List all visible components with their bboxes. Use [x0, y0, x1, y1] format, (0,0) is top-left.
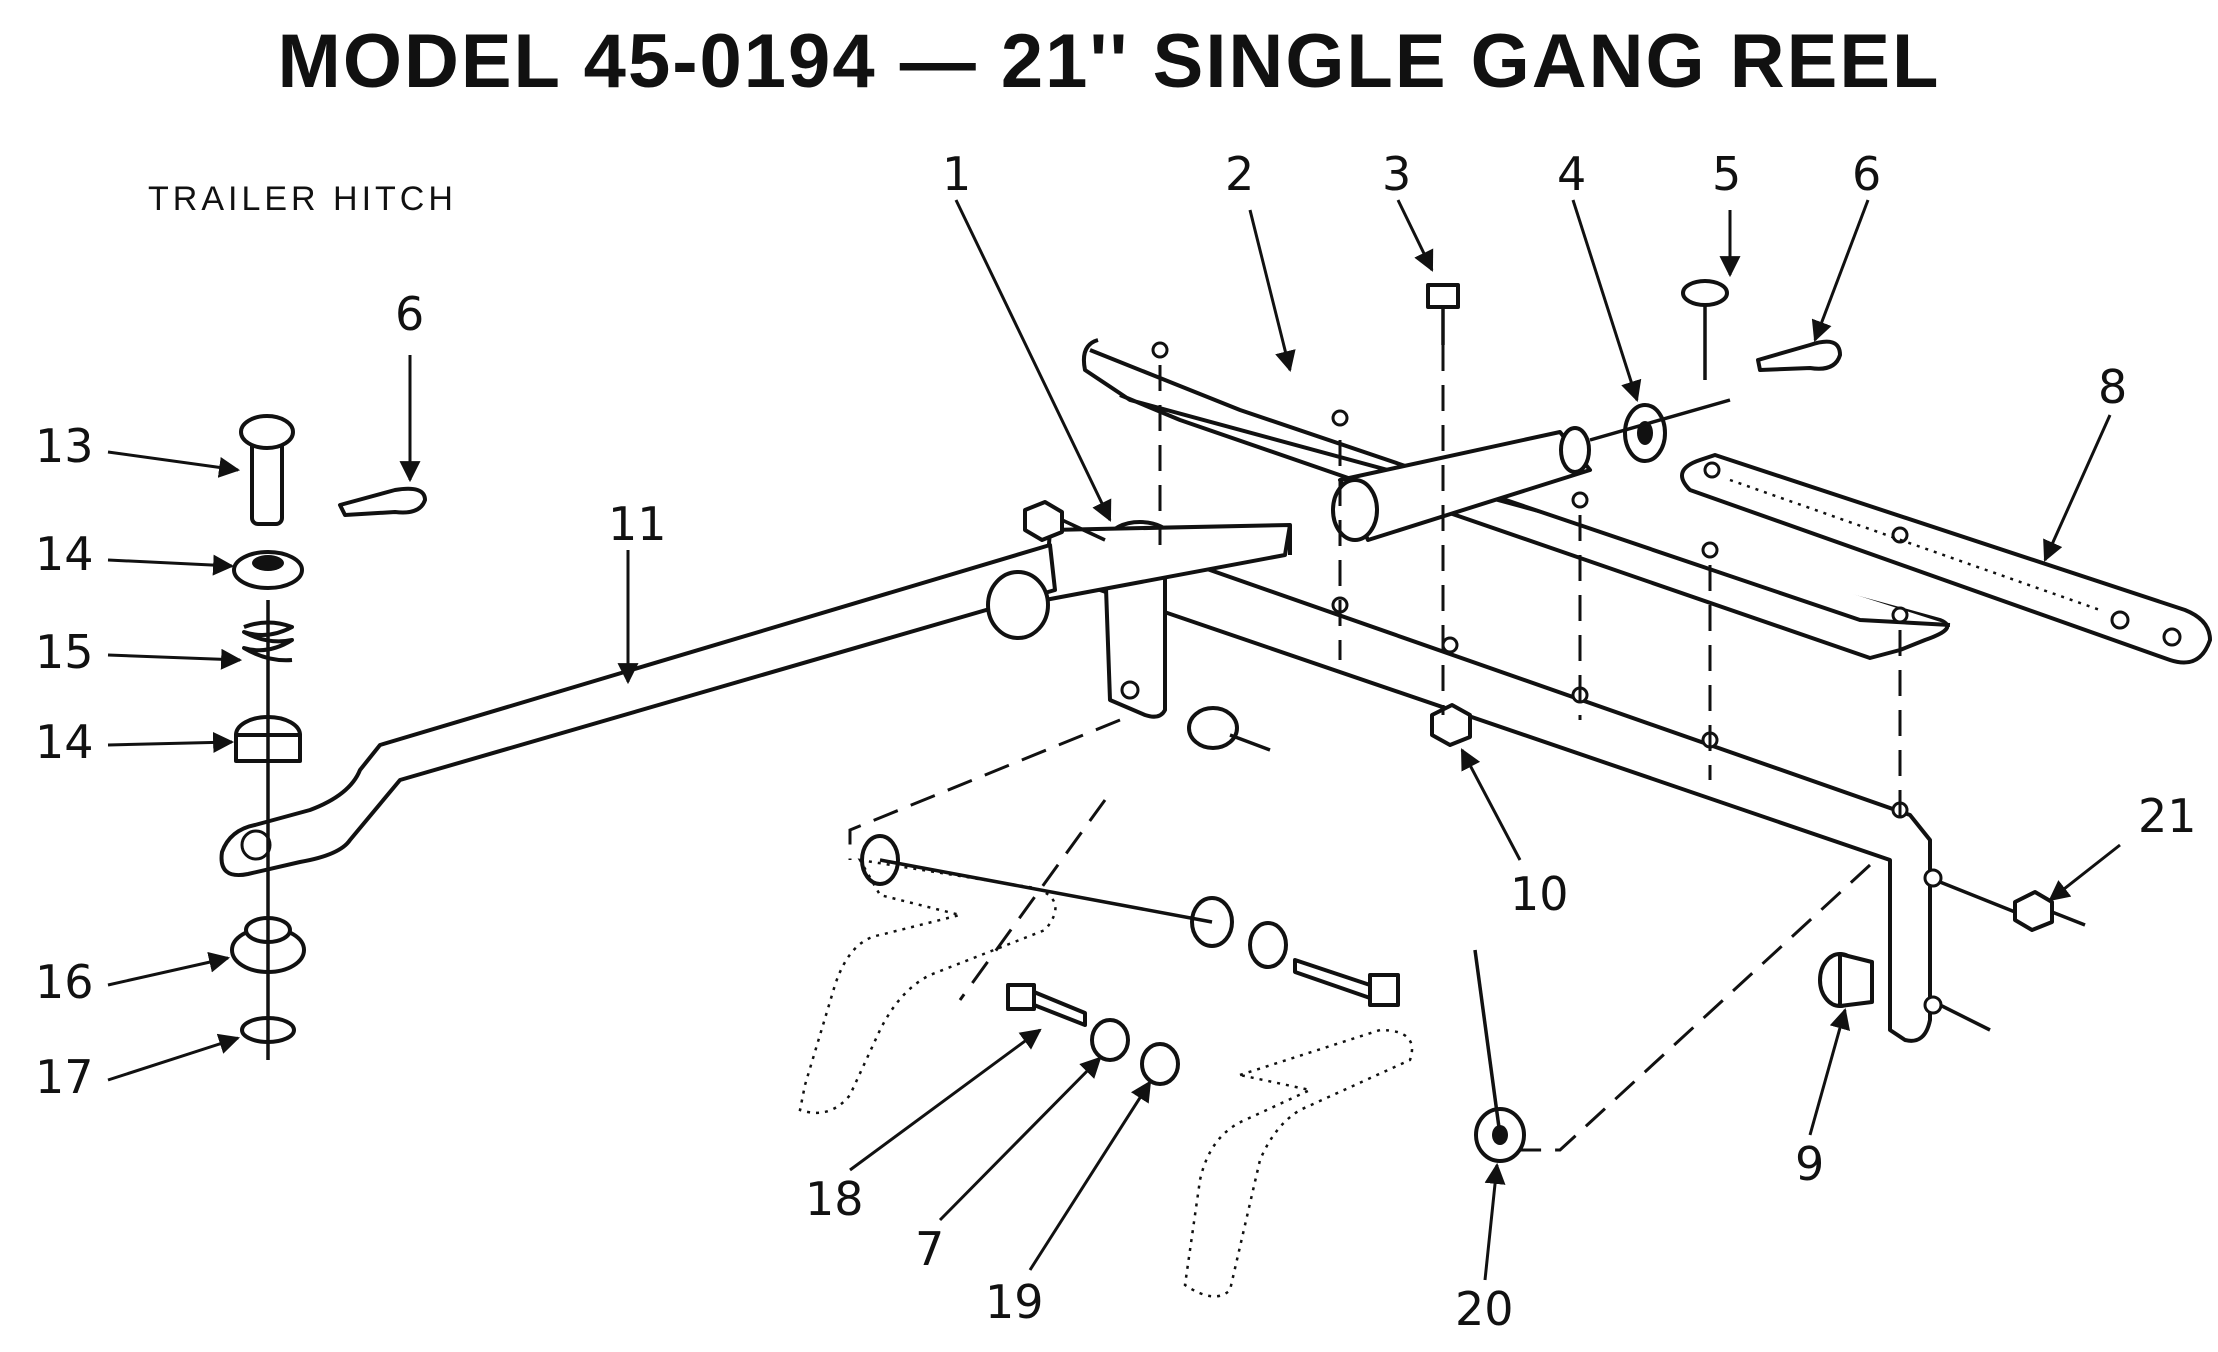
callout-2: 2 — [1225, 147, 1254, 201]
callout-18: 18 — [805, 1172, 864, 1226]
callout-19: 19 — [985, 1275, 1044, 1329]
callout-13: 13 — [35, 419, 94, 473]
callout-1: 1 — [942, 147, 971, 201]
callout-5: 5 — [1712, 147, 1741, 201]
callout-8: 8 — [2098, 360, 2127, 414]
callout-labels: 1 2 3 4 5 6 6 8 11 13 14 15 14 16 17 10 … — [35, 147, 2197, 1336]
callout-14-bottom: 14 — [35, 715, 94, 769]
page-title: MODEL 45-0194 — 21'' SINGLE GANG REEL — [277, 19, 1941, 104]
callout-14-top: 14 — [35, 527, 94, 581]
side-arm — [1680, 453, 2212, 665]
section-label: TRAILER HITCH — [148, 180, 457, 218]
callout-16: 16 — [35, 955, 94, 1009]
ghost-links — [798, 858, 1414, 1298]
hitch-stack — [230, 414, 306, 1060]
leader-lines — [107, 199, 2121, 1281]
callout-10: 10 — [1510, 867, 1569, 921]
callout-4: 4 — [1557, 147, 1586, 201]
callout-21: 21 — [2138, 789, 2197, 843]
callout-7: 7 — [915, 1222, 944, 1276]
callout-6-left: 6 — [395, 287, 424, 341]
assembly-lines — [848, 345, 2086, 1152]
hardware — [338, 279, 2054, 1163]
callout-15: 15 — [35, 625, 94, 679]
callout-17: 17 — [35, 1050, 94, 1104]
hitch-bar — [219, 523, 1292, 877]
callout-11: 11 — [608, 497, 667, 551]
callout-20: 20 — [1455, 1282, 1514, 1336]
callout-3: 3 — [1382, 147, 1411, 201]
callout-9: 9 — [1795, 1137, 1824, 1191]
callout-6-right: 6 — [1852, 147, 1881, 201]
tube — [1331, 426, 1592, 542]
